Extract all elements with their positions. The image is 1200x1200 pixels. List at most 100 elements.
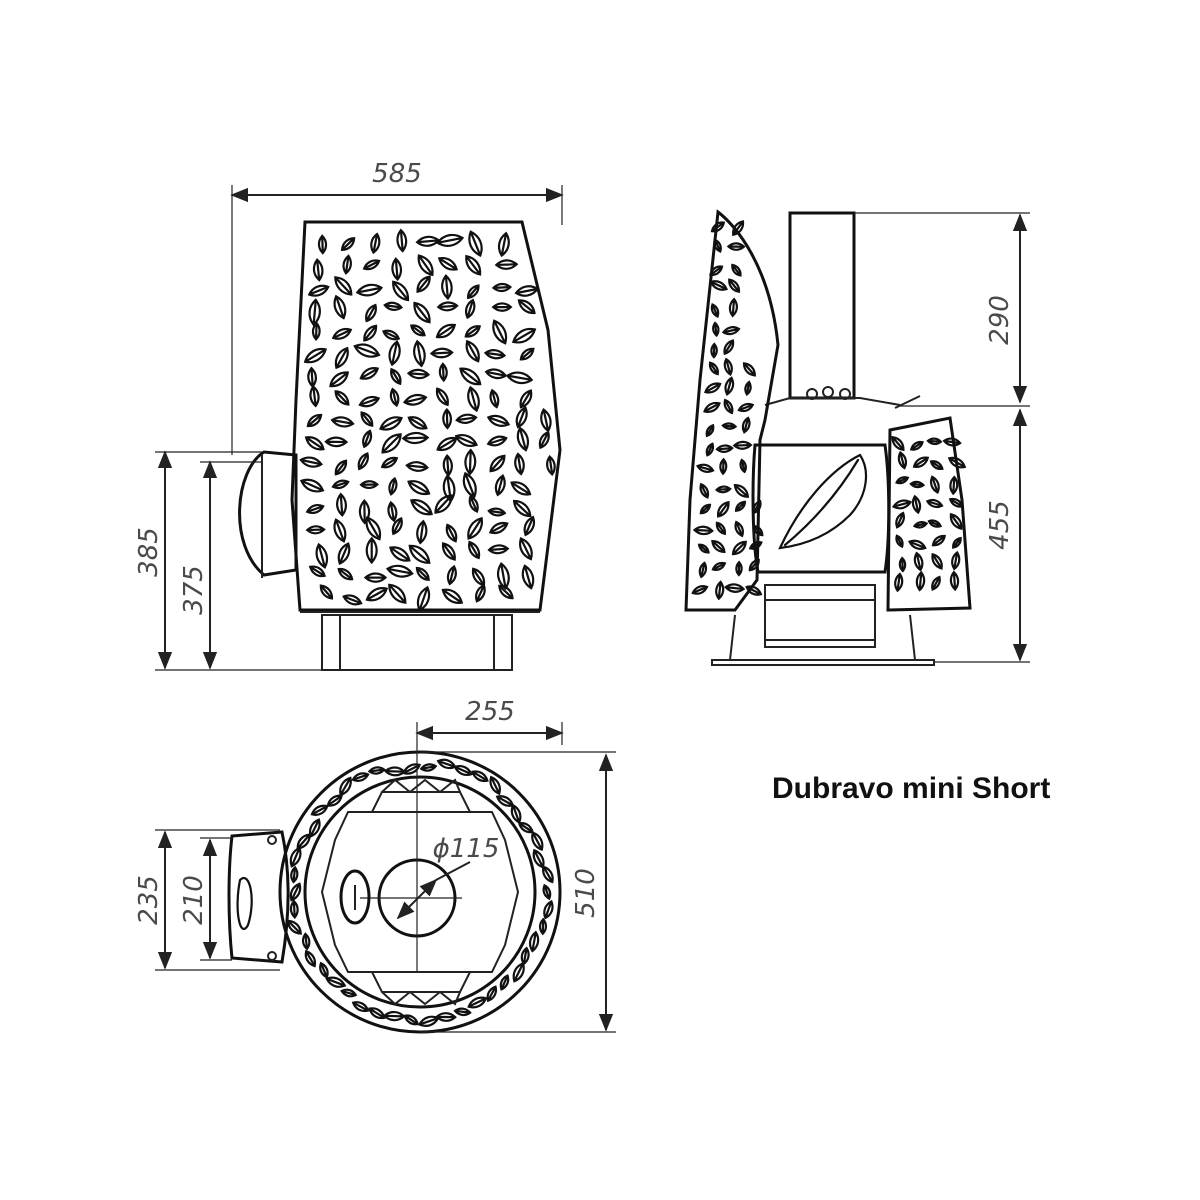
leaf-mark: [703, 401, 721, 413]
leaf-mark: [334, 459, 348, 476]
leaf-mark: [731, 540, 747, 556]
leaf-mark: [435, 323, 457, 339]
leaf-mark: [441, 274, 453, 301]
leaf-mark: [445, 523, 458, 543]
leaf-mark: [358, 395, 381, 408]
leaf-mark: [368, 1007, 386, 1020]
leaf-mark: [380, 456, 399, 469]
leaf-mark: [542, 865, 554, 884]
leaf-mark: [897, 450, 908, 470]
leaf-mark: [383, 766, 406, 777]
leaf-mark: [416, 275, 431, 293]
leaf-mark: [546, 454, 556, 477]
dim-235: 235: [134, 875, 164, 925]
leaf-mark: [465, 339, 480, 363]
leaf-mark: [723, 339, 735, 356]
leaf-mark: [891, 435, 905, 452]
leaf-mark: [406, 368, 431, 380]
leaf-mark: [745, 585, 763, 596]
leaf-mark: [498, 584, 514, 600]
leaf-mark: [417, 1015, 440, 1027]
leaf-mark: [358, 499, 371, 525]
leaf-mark: [301, 932, 311, 951]
leaf-mark: [926, 437, 943, 446]
leaf-mark: [416, 585, 431, 612]
leaf-mark: [308, 298, 321, 327]
dim-510: 510: [571, 868, 601, 918]
leaf-mark: [419, 763, 438, 772]
side-chimney: [788, 211, 856, 400]
leaf-mark: [531, 831, 544, 852]
leaf-mark: [299, 456, 323, 468]
leaf-mark: [514, 452, 525, 476]
leaf-mark: [391, 516, 403, 536]
leaf-mark: [468, 540, 481, 560]
leaf-mark: [333, 294, 347, 320]
top-inner-ring: [303, 775, 537, 1009]
leaf-mark: [435, 1012, 457, 1022]
leaf-mark: [911, 494, 922, 515]
leaf-mark: [898, 556, 907, 573]
leaf-mark: [353, 343, 381, 358]
leaf-mark: [696, 463, 715, 473]
leaf-mark: [510, 481, 532, 496]
leaf-mark: [355, 283, 384, 297]
leaf-mark: [365, 516, 382, 541]
leaf-mark: [483, 349, 507, 360]
leaf-mark: [405, 461, 429, 472]
leaf-mark: [416, 519, 428, 545]
leaf-mark: [315, 542, 329, 569]
leaf-mark: [402, 763, 421, 775]
leaf-mark: [705, 423, 715, 438]
leaf-mark: [402, 393, 428, 406]
leaf-mark: [381, 329, 401, 341]
leaf-mark: [494, 474, 506, 497]
leaf-mark: [441, 542, 456, 561]
leaf-mark: [319, 961, 329, 979]
leaf-mark: [739, 458, 747, 474]
leaf-mark: [511, 327, 537, 344]
leaf-mark: [299, 478, 325, 493]
side-door-leaf-icon: [778, 453, 867, 550]
leaf-mark: [379, 416, 403, 431]
leaf-mark: [732, 220, 745, 237]
leaf-mark: [459, 367, 482, 386]
leaf-mark: [467, 996, 488, 1009]
leaf-mark: [409, 324, 426, 337]
leaf-mark: [716, 500, 730, 518]
top-side-door: [227, 830, 290, 964]
leaf-mark: [396, 228, 408, 253]
leaf-mark: [698, 561, 708, 579]
leaf-mark: [731, 263, 742, 277]
leaf-mark: [931, 552, 943, 570]
leaf-mark: [737, 402, 755, 413]
dim-210: 210: [179, 875, 209, 925]
leaf-mark: [538, 917, 548, 936]
leaf-mark: [331, 327, 353, 340]
leaf-mark: [308, 565, 326, 578]
leaf-mark: [413, 301, 431, 324]
leaf-mark: [417, 254, 434, 277]
leaf-mark: [342, 254, 352, 275]
leaf-mark: [289, 899, 299, 920]
leaf-mark: [925, 498, 944, 509]
leaf-mark: [709, 265, 724, 276]
leaf-mark: [388, 583, 407, 604]
leaf-mark: [744, 380, 752, 397]
leaf-mark: [724, 376, 735, 396]
leaf-mark: [305, 525, 326, 535]
leaf-mark: [691, 585, 709, 595]
leaf-mark: [931, 534, 946, 547]
leaf-mark: [931, 575, 941, 591]
leaf-mark: [467, 516, 484, 540]
leaf-mark: [519, 389, 533, 409]
front-body-outline: [290, 220, 562, 612]
leaf-mark: [325, 976, 347, 988]
leaf-mark: [713, 238, 722, 253]
leaf-mark: [342, 594, 363, 606]
leaf-mark: [724, 583, 746, 593]
leaf-mark: [951, 550, 961, 571]
leaf-mark: [340, 237, 356, 252]
leaf-mark: [486, 435, 508, 447]
leaf-mark: [453, 764, 473, 777]
